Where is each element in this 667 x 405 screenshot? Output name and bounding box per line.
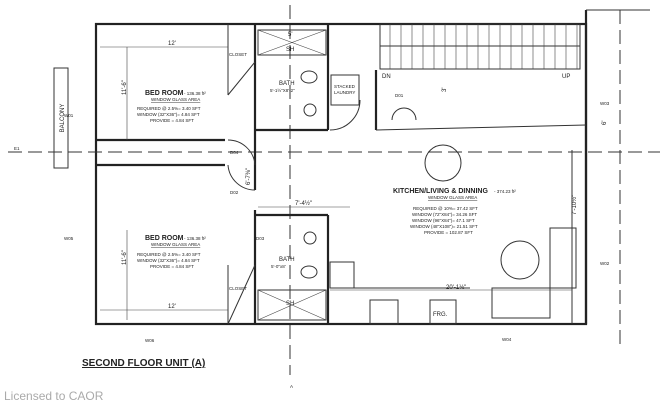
balcony-label: BALCONY: [60, 104, 66, 133]
room-dims: 5'-1½"X8'-2": [270, 87, 295, 93]
door-tag: D01: [395, 93, 404, 98]
room-name: BATH: [279, 81, 295, 87]
laundry-label: STACKED: [334, 84, 356, 89]
stair-up-label: UP: [562, 74, 570, 80]
stair-down-label: DN: [382, 74, 391, 80]
dimension: 12': [168, 41, 176, 47]
window-tag: W06: [145, 338, 155, 343]
watermark: Licensed to CAOR: [4, 389, 104, 403]
sink-icon: [303, 231, 317, 245]
dimension: 7'-10½": [571, 195, 578, 215]
dimension: 5': [288, 32, 292, 38]
glass-line: PROVIDE = 4.84 SFT: [150, 264, 194, 269]
shower-label: SH: [286, 301, 294, 307]
glass-line: REQUIRED @ 2.5%= 3.40 SFT: [137, 106, 201, 111]
window-tag: W03: [600, 101, 610, 106]
page-title: SECOND FLOOR UNIT (A): [82, 358, 205, 369]
glass-line: WINDOW (72"X84")= 34.26 SFT: [412, 212, 477, 217]
stacked-laundry: [330, 74, 360, 106]
window-tag: W02: [600, 261, 610, 266]
fridge: [429, 299, 457, 325]
balcony: [53, 67, 69, 169]
glass-area-heading: WINDOW GLASS AREA: [151, 242, 200, 247]
room-dims: 5'-0"x8': [271, 264, 286, 269]
window-tag: W04: [502, 337, 512, 342]
staircase: [379, 23, 581, 70]
room-area: - 136.38 ft²: [184, 236, 206, 241]
glass-line: WINDOW (96"X84")= 47.1 SFT: [412, 218, 475, 223]
room-name: KITCHEN/LIVING & DINNING: [393, 188, 488, 195]
dimension: 6': [602, 121, 608, 125]
section-tag: A: [290, 384, 293, 389]
room-name: BED ROOM: [145, 235, 184, 242]
glass-area-heading: WINDOW GLASS AREA: [428, 195, 477, 200]
glass-line: REQUIRED @ 10%= 37.42 SFT: [413, 206, 478, 211]
dimension: 6'-7⅜": [246, 168, 252, 185]
dimension: 20'-1⅛": [446, 285, 466, 291]
dimension: 11'-6": [122, 250, 128, 265]
room-name: BED ROOM: [145, 90, 184, 97]
glass-line: REQUIRED @ 2.5%= 3.40 SFT: [137, 252, 201, 257]
dining-table: [424, 144, 462, 182]
coffee-table: [500, 240, 540, 280]
laundry-label: LAUNDRY: [334, 90, 355, 95]
door-tag: D04: [230, 150, 239, 155]
door-tag: D03: [256, 236, 265, 241]
fridge-label: FRG.: [433, 312, 448, 318]
glass-area-heading: WINDOW GLASS AREA: [151, 97, 200, 102]
closet-label: CLOSET: [229, 52, 247, 57]
glass-line: PROVIDE = 102.87 SFT: [424, 230, 473, 235]
closet-label: CLOSET: [229, 286, 247, 291]
dimension: 11'-6": [122, 80, 128, 95]
shower-label: SH: [286, 47, 294, 53]
dimension: 12': [168, 304, 176, 310]
window-tag: W05: [64, 236, 74, 241]
sink-icon: [303, 103, 317, 117]
glass-line: WINDOW (48"X108")= 21.51 SFT: [410, 224, 478, 229]
room-area: - 374.23 ft²: [494, 189, 516, 194]
sofa: [491, 287, 551, 319]
dimension: 7'-4½": [295, 200, 312, 207]
elevation-tag: E1: [14, 146, 20, 151]
glass-line: WINDOW (32"X36")= 4.84 SFT: [137, 258, 200, 263]
dimension: 3': [442, 88, 448, 92]
sofa: [549, 227, 577, 289]
door-tag: D02: [230, 190, 239, 195]
stove-icon: [329, 261, 355, 289]
toilet-icon: [300, 265, 318, 279]
window-tag: W01: [64, 113, 74, 118]
glass-line: PROVIDE = 4.84 SFT: [150, 118, 194, 123]
glass-line: WINDOW (32"X36")= 4.84 SFT: [137, 112, 200, 117]
room-name: BATH: [279, 257, 295, 263]
room-area: - 136.38 ft²: [184, 91, 206, 96]
toilet-icon: [300, 70, 318, 84]
